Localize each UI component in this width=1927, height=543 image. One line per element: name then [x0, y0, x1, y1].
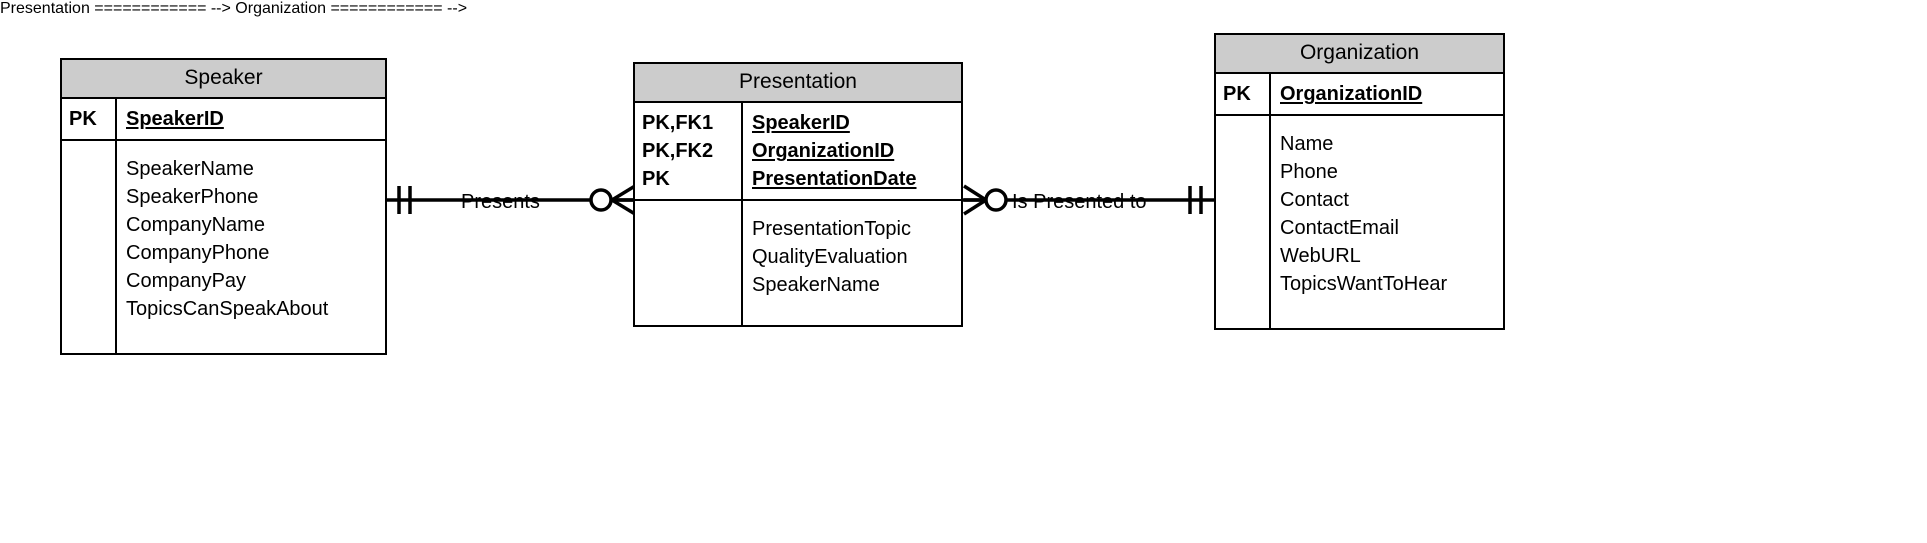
entity-organization-key-section: PK OrganizationID	[1216, 74, 1503, 117]
cardinality-zero-circle-2	[984, 188, 1008, 212]
entity-speaker-body: PK SpeakerID SpeakerName SpeakerPhone Co…	[62, 99, 385, 353]
key-marker: PK,FK1	[642, 112, 714, 135]
key-marker: PK	[69, 108, 97, 131]
key-attribute: SpeakerID	[752, 112, 850, 135]
entity-presentation-attribute-section: PresentationTopic QualityEvaluation Spea…	[635, 201, 961, 325]
cardinality-many-crowfoot-2	[963, 184, 987, 216]
entity-speaker-key-markers: PK	[62, 99, 117, 140]
attribute-item: PresentationTopic	[752, 218, 911, 241]
attribute-item: SpeakerName	[752, 274, 880, 297]
entity-organization-key-markers: PK	[1216, 74, 1271, 115]
key-attribute: OrganizationID	[752, 140, 895, 163]
entity-organization-attr-gutter	[1216, 116, 1271, 328]
key-attribute: PresentationDate	[752, 168, 917, 191]
key-attribute: OrganizationID	[1280, 83, 1423, 106]
entity-organization-key-attributes: OrganizationID	[1271, 74, 1503, 114]
entity-presentation[interactable]: Presentation PK,FK1 PK,FK2 PK SpeakerID …	[633, 62, 963, 327]
entity-speaker-title: Speaker	[62, 60, 385, 100]
entity-presentation-key-markers: PK,FK1 PK,FK2 PK	[635, 103, 743, 200]
cardinality-many-crowfoot	[611, 184, 636, 216]
attribute-item: Contact	[1280, 189, 1349, 212]
attribute-item: CompanyPhone	[126, 242, 270, 265]
entity-presentation-key-attributes: SpeakerID OrganizationID PresentationDat…	[743, 103, 961, 199]
entity-speaker-key-attributes: SpeakerID	[117, 99, 385, 139]
relationship-is-presented-to[interactable]: Is Presented to	[962, 170, 1216, 230]
attribute-item: Name	[1280, 133, 1334, 156]
entity-speaker-attribute-list: SpeakerName SpeakerPhone CompanyName Com…	[117, 141, 385, 353]
entity-presentation-body: PK,FK1 PK,FK2 PK SpeakerID OrganizationI…	[635, 103, 961, 325]
relationship-presents[interactable]: Presents	[385, 170, 636, 230]
attribute-item: TopicsCanSpeakAbout	[126, 298, 329, 321]
attribute-item: WebURL	[1280, 245, 1361, 268]
entity-speaker[interactable]: Speaker PK SpeakerID SpeakerName Speaker…	[60, 58, 387, 355]
entity-organization-body: PK OrganizationID Name Phone Contact Con…	[1216, 74, 1503, 328]
relationship-label-is-presented-to: Is Presented to	[1012, 191, 1147, 213]
key-marker: PK,FK2	[642, 140, 714, 163]
cardinality-zero-circle	[589, 188, 613, 212]
entity-speaker-attr-gutter	[62, 141, 117, 353]
attribute-item: SpeakerPhone	[126, 186, 259, 209]
attribute-item: SpeakerName	[126, 158, 254, 181]
entity-presentation-key-section: PK,FK1 PK,FK2 PK SpeakerID OrganizationI…	[635, 103, 961, 202]
attribute-item: QualityEvaluation	[752, 246, 908, 269]
key-attribute: SpeakerID	[126, 108, 224, 131]
relationship-label-presents: Presents	[461, 191, 540, 213]
attribute-item: Phone	[1280, 161, 1338, 184]
attribute-item: TopicsWantToHear	[1280, 273, 1448, 296]
entity-organization-attribute-list: Name Phone Contact ContactEmail WebURL T…	[1271, 116, 1503, 328]
entity-presentation-attr-gutter	[635, 201, 743, 325]
entity-speaker-key-section: PK SpeakerID	[62, 99, 385, 142]
entity-organization-attribute-section: Name Phone Contact ContactEmail WebURL T…	[1216, 116, 1503, 328]
key-marker: PK	[642, 168, 670, 191]
attribute-item: ContactEmail	[1280, 217, 1399, 240]
entity-organization-title: Organization	[1216, 35, 1503, 75]
attribute-item: CompanyName	[126, 214, 265, 237]
entity-presentation-title: Presentation	[635, 64, 961, 104]
entity-organization[interactable]: Organization PK OrganizationID Name Phon…	[1214, 33, 1505, 330]
entity-speaker-attribute-section: SpeakerName SpeakerPhone CompanyName Com…	[62, 141, 385, 353]
entity-presentation-attribute-list: PresentationTopic QualityEvaluation Spea…	[743, 201, 961, 325]
attribute-item: CompanyPay	[126, 270, 247, 293]
key-marker: PK	[1223, 83, 1251, 106]
